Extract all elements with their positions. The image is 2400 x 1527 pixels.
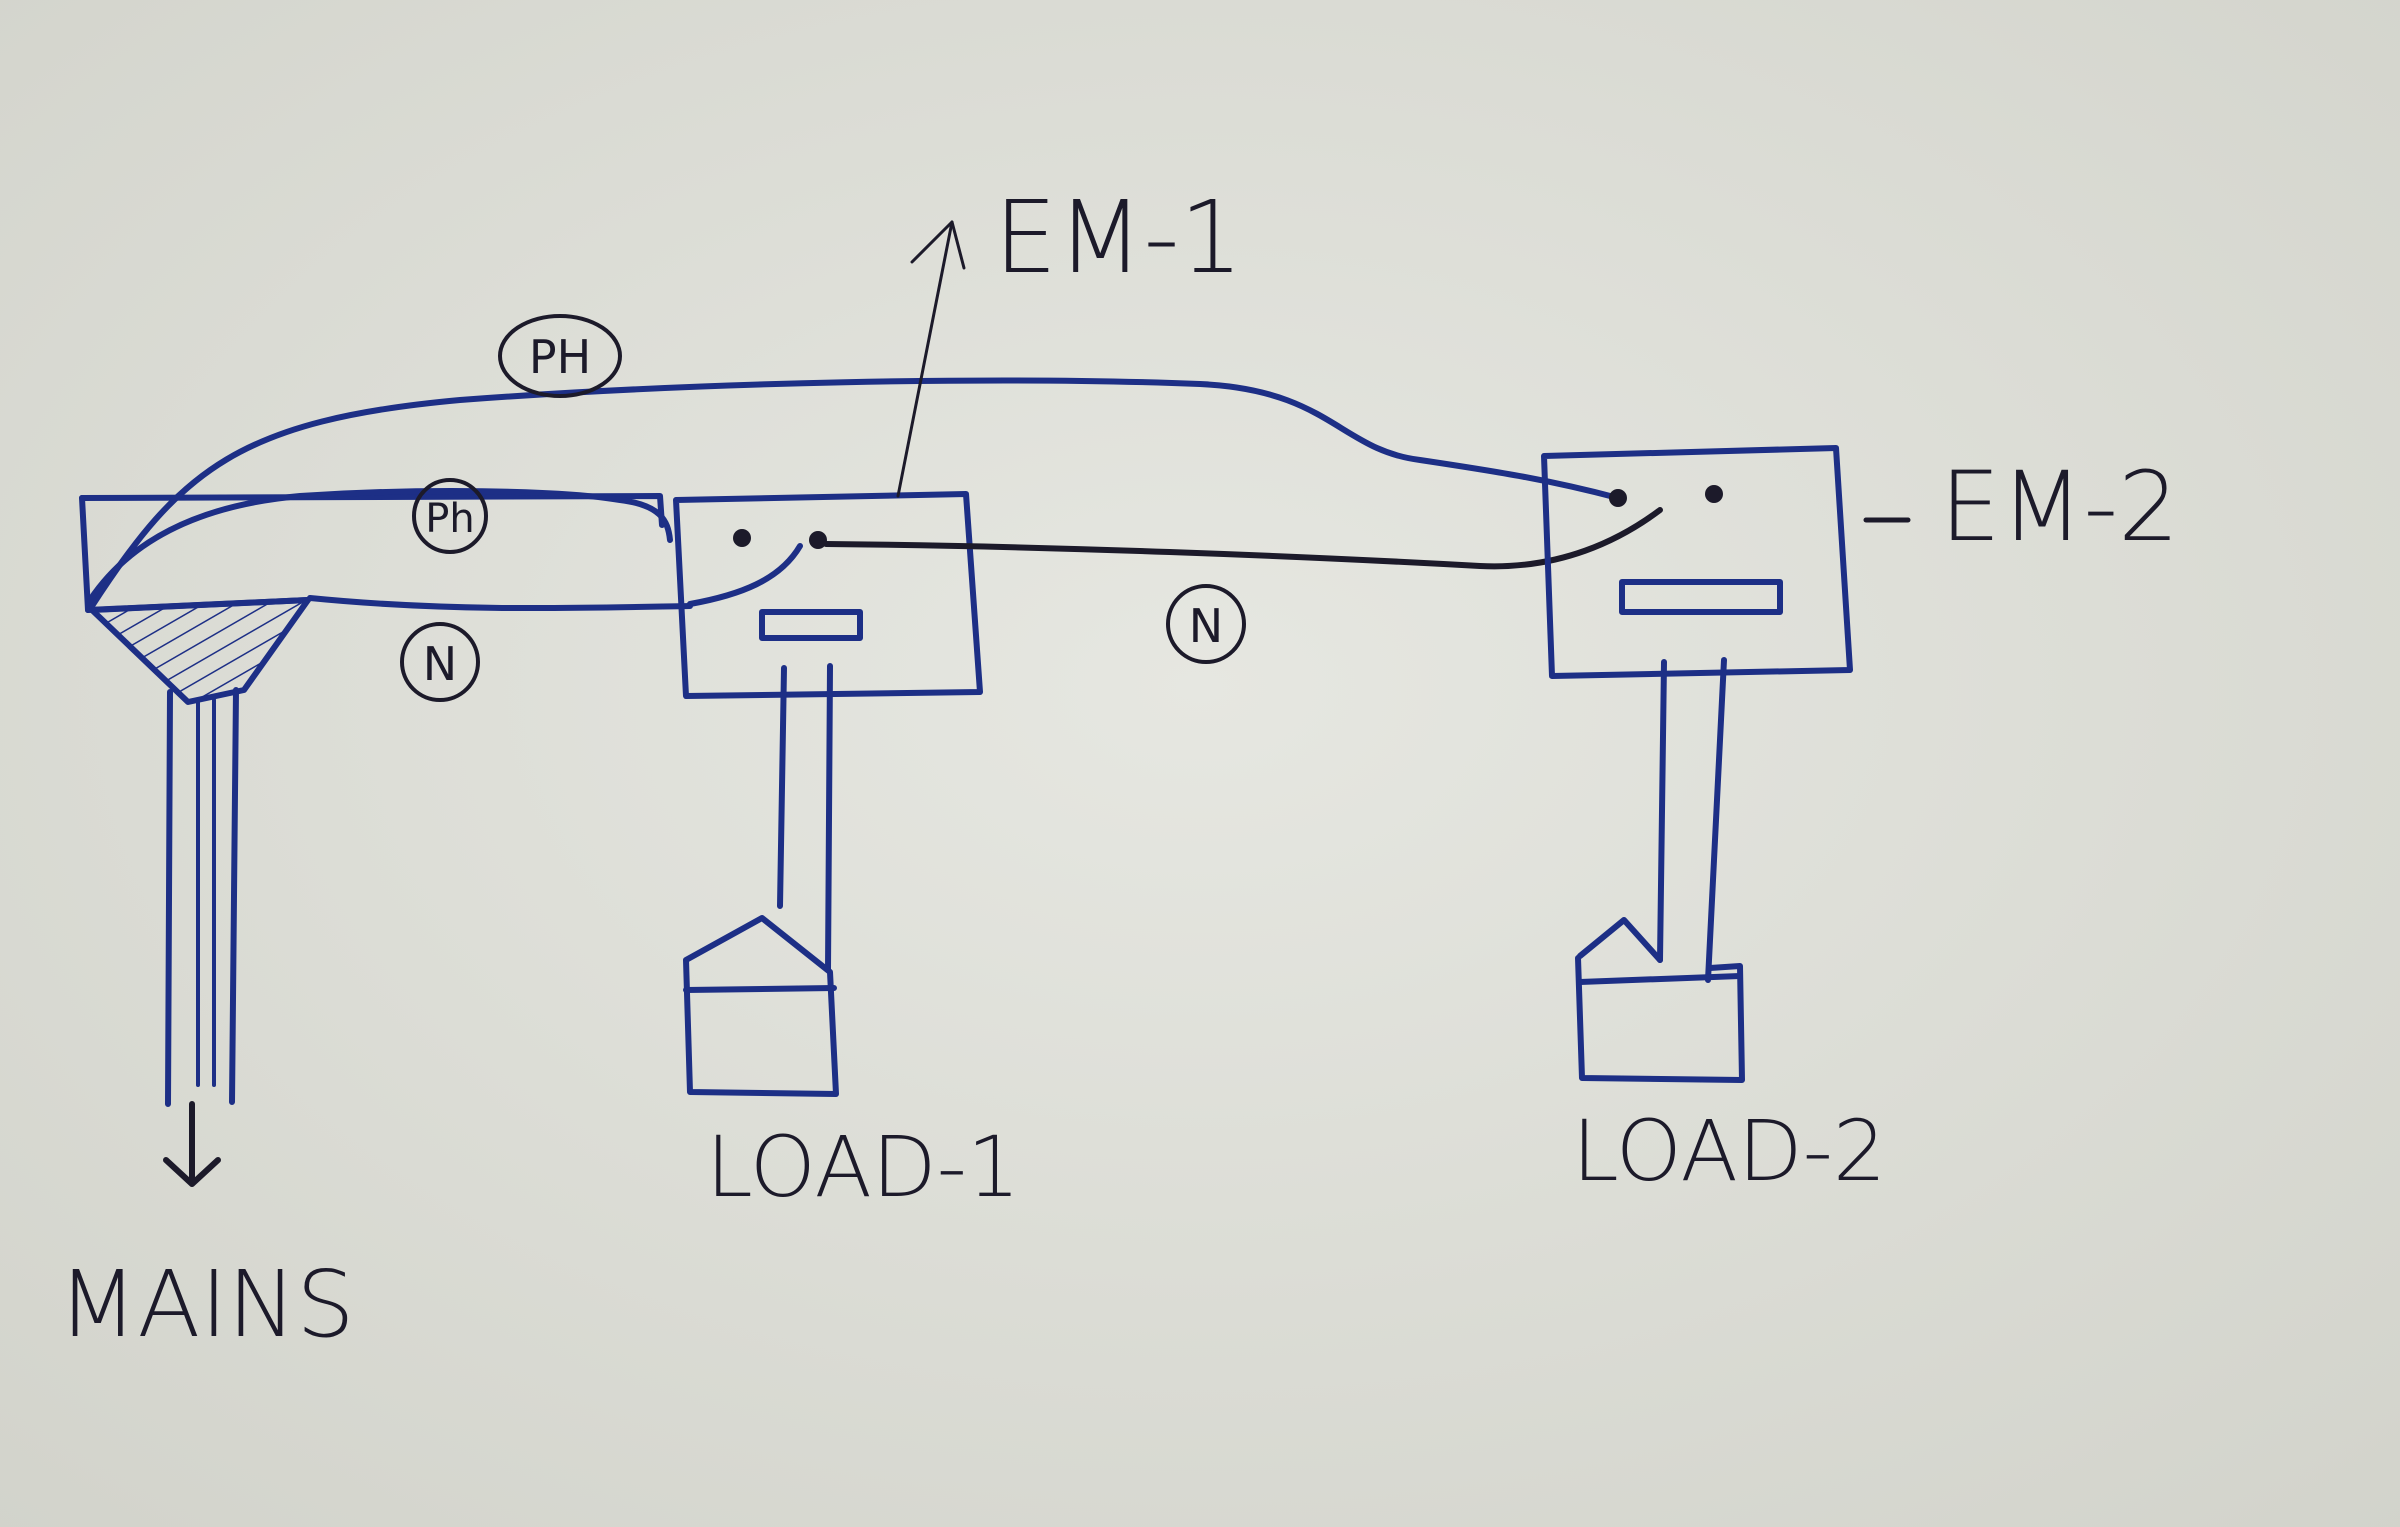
ph-top-tag: PH (529, 330, 591, 384)
em2-label: EM-2 (1940, 451, 2179, 563)
neutral-wire-em2 (823, 507, 1663, 570)
em1-label: EM-1 (994, 179, 1243, 296)
n-left-tag-circle (400, 622, 480, 702)
energy-meter-em1 (673, 491, 983, 973)
hatched-junction (89, 597, 311, 705)
n-left-tag: N (423, 637, 457, 691)
neutral-wire-em1 (307, 595, 693, 612)
ph-top-tag-circle (498, 314, 622, 398)
load-2-icon (1575, 917, 1745, 1083)
em1-pointer-arrow (896, 220, 966, 498)
phase-wire-em1 (87, 488, 673, 603)
mains-label: MAINS (58, 1251, 355, 1358)
n-mid-tag: N (1189, 599, 1223, 653)
ph-mid-tag-circle (412, 478, 488, 554)
load-1-label: LOAD-1 (706, 1118, 1020, 1216)
ph-mid-tag: Ph (425, 496, 474, 542)
mains-cable (163, 687, 239, 1187)
energy-meter-em2 (1541, 445, 1853, 983)
n-mid-tag-circle (1166, 584, 1246, 664)
load-1-icon (683, 915, 839, 1097)
load-2-label: LOAD-2 (1572, 1102, 1886, 1200)
phase-wire-em2 (89, 377, 1621, 609)
